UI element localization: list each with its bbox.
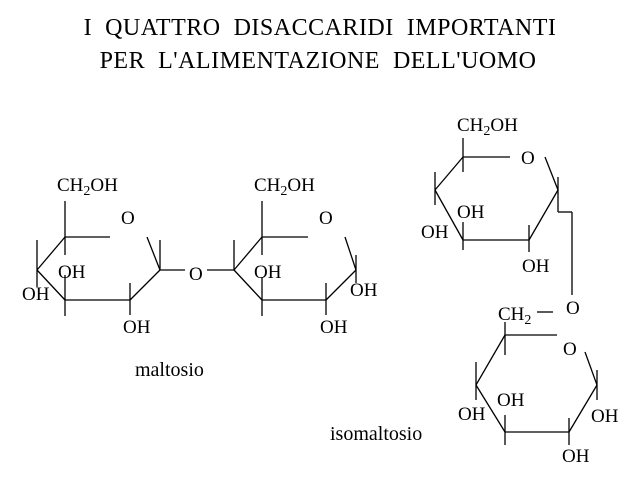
hydroxyl-label: OH bbox=[350, 280, 378, 301]
maltose-ring-2: CH2OH O OH OH OH bbox=[233, 175, 378, 338]
hydroxyl-label: OH bbox=[421, 222, 449, 243]
hydroxyl-label: OH bbox=[123, 317, 151, 338]
ch2oh-label: CH2OH bbox=[457, 115, 518, 139]
maltose-glycosidic-bond: O bbox=[160, 264, 234, 285]
ring-bond bbox=[129, 269, 161, 301]
isomaltose-bottom-ring: CH2 O OH OH OH OH bbox=[458, 304, 619, 467]
hydroxyl-label: OH bbox=[22, 284, 50, 305]
ring-bond bbox=[434, 189, 464, 241]
ring-bond bbox=[325, 269, 357, 301]
ring-bond bbox=[233, 269, 263, 301]
ring-bond bbox=[146, 236, 161, 271]
ring-bond bbox=[36, 236, 66, 271]
ring-bond bbox=[434, 156, 464, 191]
ring-oxygen-label: O bbox=[121, 208, 135, 229]
ring-bond bbox=[233, 236, 263, 271]
ring-oxygen-label: O bbox=[521, 148, 535, 169]
hydroxyl-label: OH bbox=[591, 406, 619, 427]
maltose-ring-1: CH2OH O OH OH OH bbox=[22, 175, 161, 338]
glycosidic-oxygen-label: O bbox=[189, 264, 203, 285]
ring-bond bbox=[528, 189, 559, 241]
isomaltose-top-ring: CH2OH O OH OH OH bbox=[421, 115, 559, 277]
ring-bond bbox=[344, 236, 357, 271]
hydroxyl-label: OH bbox=[58, 262, 86, 283]
hydroxyl-label: OH bbox=[320, 317, 348, 338]
hydroxyl-label: OH bbox=[522, 256, 550, 277]
hydroxyl-label: OH bbox=[254, 262, 282, 283]
maltose-caption: maltosio bbox=[135, 359, 204, 381]
ring-bond bbox=[584, 351, 598, 386]
ring-bond bbox=[475, 334, 506, 386]
ring-oxygen-label: O bbox=[563, 339, 577, 360]
isomaltose-caption: isomaltosio bbox=[330, 423, 422, 445]
ring-oxygen-label: O bbox=[319, 208, 333, 229]
ch2oh-label: CH2OH bbox=[57, 175, 118, 199]
ring-bond bbox=[475, 384, 506, 433]
ch2oh-label: CH2OH bbox=[254, 175, 315, 199]
hydroxyl-label: OH bbox=[458, 404, 486, 425]
ring-bond bbox=[36, 269, 66, 301]
ch2-label: CH2 bbox=[498, 304, 531, 328]
ring-bond bbox=[568, 384, 598, 433]
hydroxyl-label: OH bbox=[562, 446, 590, 467]
isomaltose-glycosidic-bond: O bbox=[537, 211, 580, 319]
glycosidic-oxygen-label: O bbox=[566, 298, 580, 319]
hydroxyl-label: OH bbox=[497, 390, 525, 411]
title-line-1: I QUATTRO DISACCARIDI IMPORTANTI bbox=[84, 15, 557, 41]
ring-bond bbox=[544, 156, 559, 191]
hydroxyl-label: OH bbox=[457, 202, 485, 223]
title-line-2: PER L'ALIMENTAZIONE DELL'UOMO bbox=[100, 48, 537, 74]
